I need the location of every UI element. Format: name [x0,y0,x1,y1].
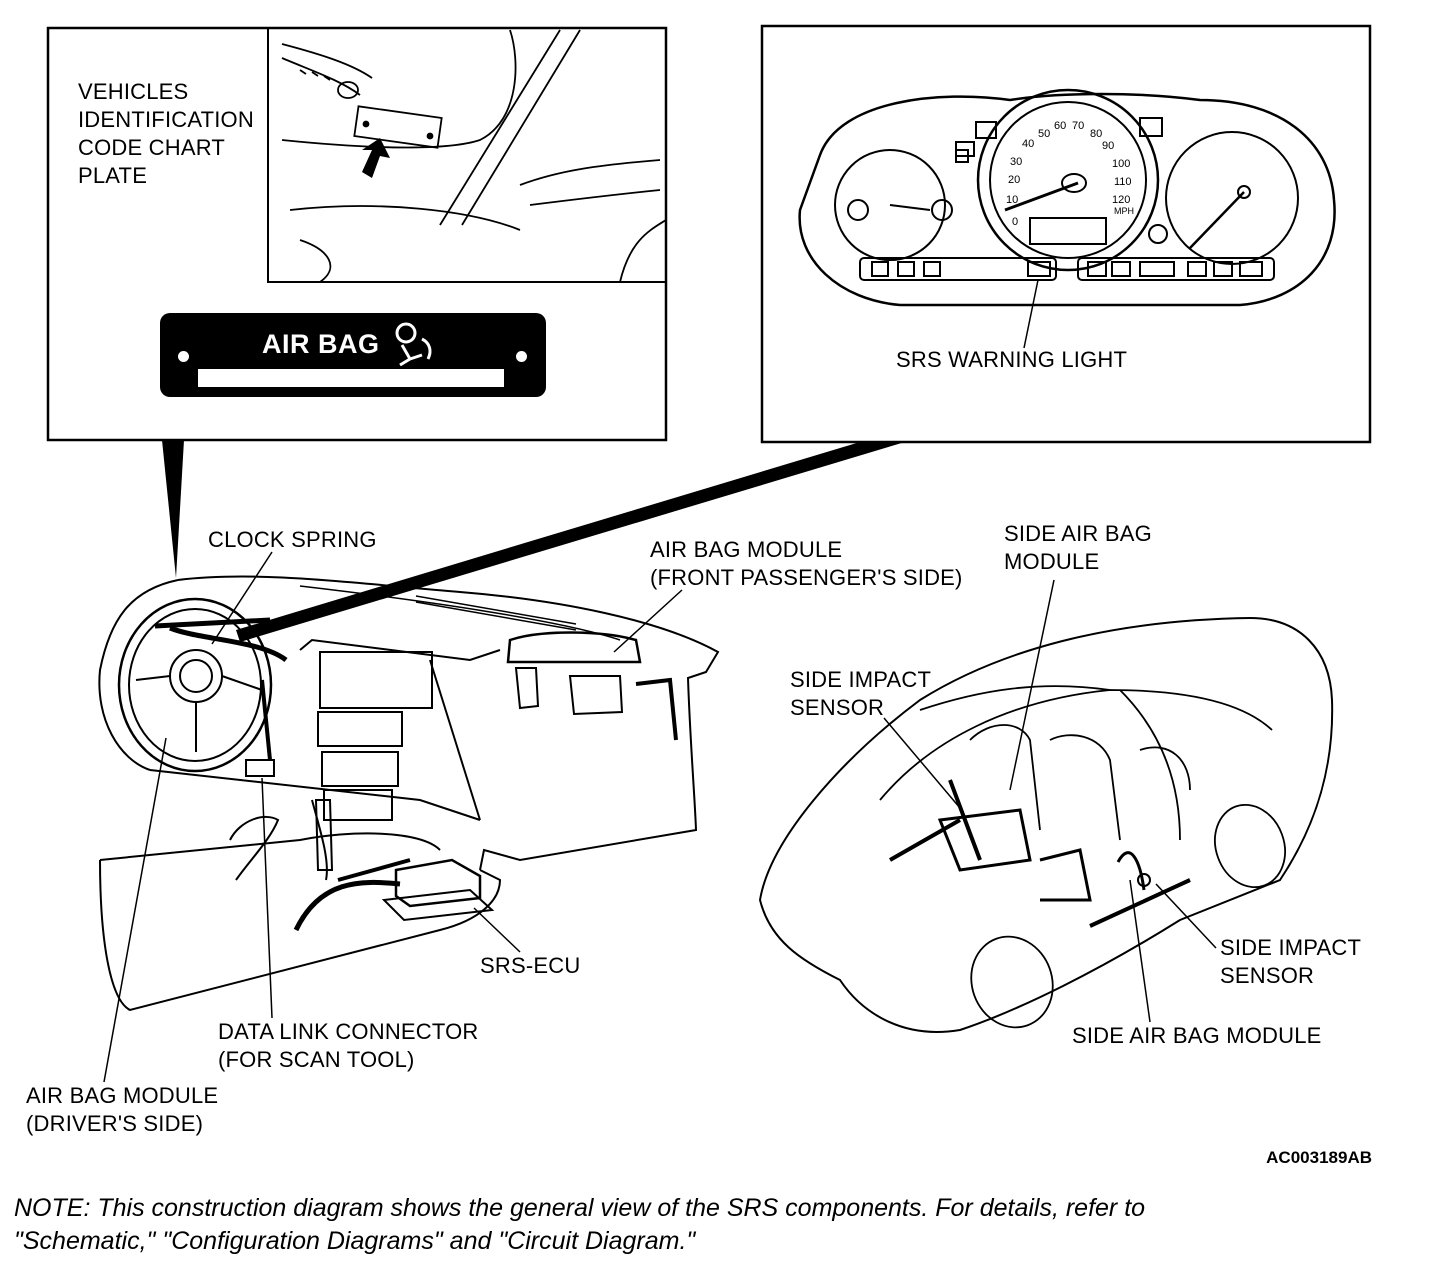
speed-tick: 70 [1072,120,1085,132]
label-srs-ecu: SRS-ECU [480,953,581,978]
plate-hole-left [178,351,189,362]
car-illustration [758,579,1334,1033]
plate-label: AIR BAG [262,329,380,359]
dashboard-illustration [98,551,720,1083]
plate-hole-right [516,351,527,362]
label-data-link-connector: DATA LINK CONNECTOR (FOR SCAN TOOL) [218,1019,479,1072]
label-side-airbag-module-bottom: SIDE AIR BAG MODULE [1072,1023,1322,1048]
speed-tick: 90 [1102,140,1115,152]
airbag-person-icon [395,322,432,367]
speed-tick: 80 [1090,128,1103,140]
plate-location-inset [267,27,667,283]
label-side-airbag-module-top: SIDE AIR BAG MODULE [1004,521,1152,574]
pointer-to-cluster [236,442,905,642]
speed-tick: 120 [1112,194,1131,206]
pillar-sketch [281,29,667,283]
label-airbag-front-passenger: AIR BAG MODULE (FRONT PASSENGER'S SIDE) [650,537,963,590]
cluster-inset-frame [760,24,1372,444]
speed-unit: MPH [1114,206,1134,216]
label-clock-spring: CLOCK SPRING [208,527,377,552]
label-srs-warning-light: SRS WARNING LIGHT [896,347,1128,372]
speed-tick: 110 [1114,176,1132,188]
figure-code: AC003189AB [1266,1148,1372,1167]
speed-tick: 10 [1006,194,1019,206]
speed-tick: 100 [1112,158,1131,170]
pointer-to-plate [162,440,184,578]
speed-tick: 50 [1038,128,1051,140]
label-airbag-driver: AIR BAG MODULE (DRIVER'S SIDE) [26,1083,219,1136]
speed-tick: 40 [1022,138,1035,150]
construction-note: NOTE: This construction diagram shows th… [14,1194,1146,1255]
airbag-plate: AIR BAG [160,313,546,397]
label-side-impact-sensor-left: SIDE IMPACT SENSOR [790,667,932,720]
label-side-impact-sensor-right: SIDE IMPACT SENSOR [1220,935,1362,988]
speed-tick: 30 [1010,156,1023,168]
plate-blank-strip [198,369,504,387]
instrument-cluster [798,88,1336,349]
speed-tick: 20 [1008,174,1021,186]
label-vehicles-plate: VEHICLES IDENTIFICATION CODE CHART PLATE [78,79,254,188]
speedometer-scale: 0 10 20 30 40 50 60 70 80 90 100 110 120… [1004,118,1144,238]
speed-tick: 0 [1012,216,1019,228]
speed-tick: 60 [1054,120,1067,132]
